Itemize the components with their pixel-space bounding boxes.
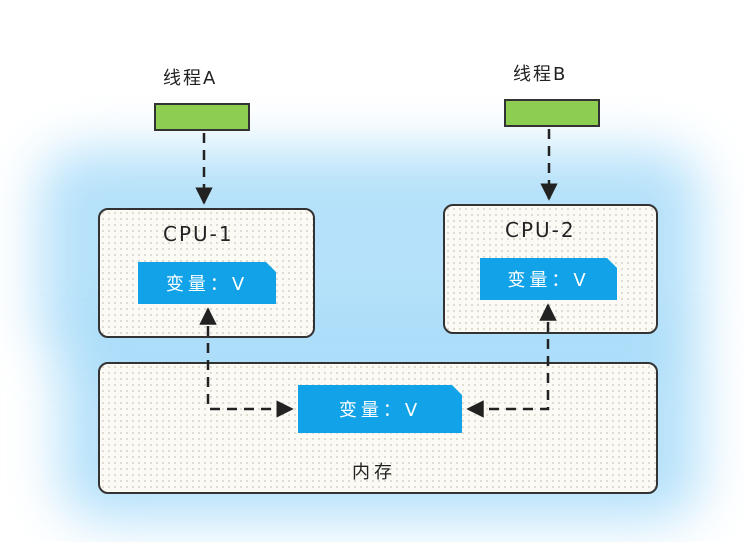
thread-a-label: 线程A — [163, 68, 218, 89]
cpu-1-variable: 变量：V — [138, 262, 276, 304]
arrow-memory-cpu-1-link — [199, 307, 294, 418]
thread-b-bar — [504, 99, 600, 127]
arrow-memory-cpu-2-link — [466, 303, 557, 418]
memory-title: 内存 — [352, 462, 396, 483]
cpu-1-title: CPU-1 — [163, 222, 234, 246]
cpu-2-variable: 变量：V — [480, 258, 617, 300]
memory-variable: 变量：V — [298, 385, 462, 433]
thread-a-bar — [154, 103, 250, 131]
thread-b-label: 线程B — [513, 64, 568, 85]
cpu-2-title: CPU-2 — [505, 218, 576, 242]
